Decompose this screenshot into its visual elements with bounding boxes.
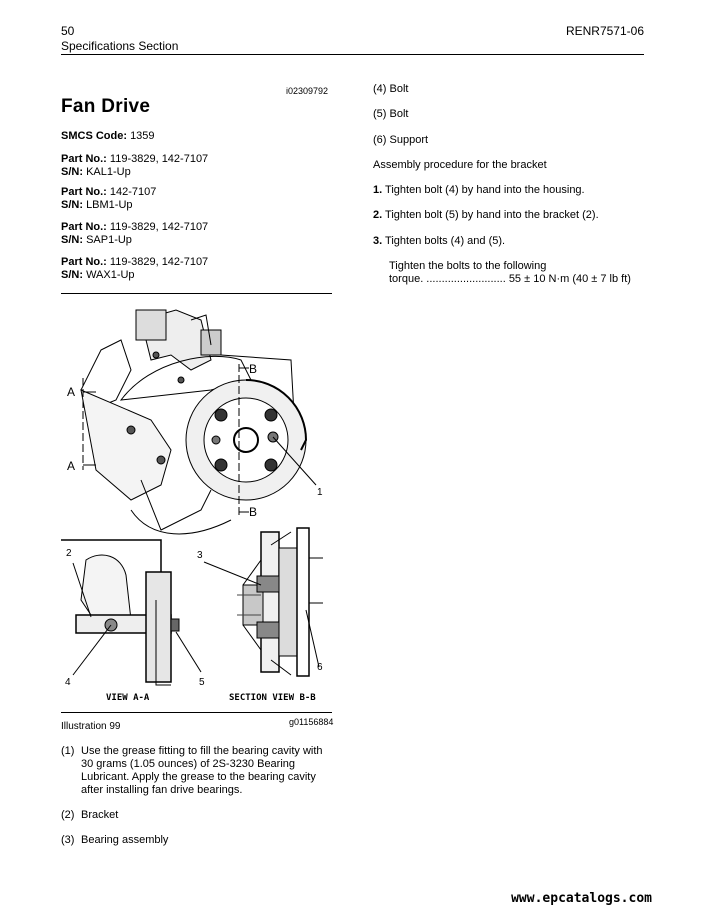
sn-value: LBM1-Up (86, 199, 133, 211)
callout-1: 1 (317, 487, 323, 498)
sn-value: SAP1-Up (86, 234, 132, 246)
view-aa-label: VIEW A-A (106, 693, 150, 703)
footer-url: www.epcatalogs.com (511, 891, 652, 906)
procedure-step: 1. Tighten bolt (4) by hand into the hou… (373, 184, 585, 197)
callout-3: 3 (197, 550, 203, 561)
callout-4: 4 (65, 677, 71, 688)
part-label: Part No.: (61, 221, 107, 233)
sn-label: S/N: (61, 166, 83, 178)
callout-6: 6 (317, 662, 323, 673)
sn-value: WAX1-Up (86, 269, 135, 281)
part-label: Part No.: (61, 186, 107, 198)
callout-item: (2) Bracket (61, 809, 336, 822)
step-number: 1. (373, 184, 383, 196)
fan-drive-illustration: A A B B 1 2 3 4 5 6 VIEW A-A SECTION VIE… (61, 309, 323, 703)
callout-number: (6) (373, 134, 387, 146)
callout-number: (2) (61, 809, 75, 821)
part-block: Part No.: 142-7107 S/N: LBM1-Up (61, 186, 156, 212)
part-value: 119-3829, 142-7107 (109, 221, 209, 233)
part-value: 119-3829, 142-7107 (109, 153, 209, 165)
callout-item: (5) Bolt (373, 108, 408, 121)
smcs-label: SMCS Code: (61, 130, 127, 142)
part-block: Part No.: 119-3829, 142-7107 S/N: KAL1-U… (61, 153, 208, 179)
callout-item: (1) Use the grease fitting to fill the b… (61, 745, 336, 797)
callout-5: 5 (199, 677, 205, 688)
callout-number: (3) (61, 834, 75, 846)
callout-text: Bracket (81, 809, 119, 821)
procedure-title: Assembly procedure for the bracket (373, 159, 547, 171)
part-label: Part No.: (61, 153, 107, 165)
callout-item: (3) Bearing assembly (61, 834, 336, 847)
sn-value: KAL1-Up (86, 166, 131, 178)
step-text: Tighten bolts (4) and (5). (385, 235, 506, 247)
illustration-divider (61, 712, 332, 713)
callout-item: (4) Bolt (373, 83, 408, 96)
procedure-step: 2. Tighten bolt (5) by hand into the bra… (373, 209, 599, 222)
step-number: 2. (373, 209, 383, 221)
callout-number: (1) (61, 745, 75, 757)
part-block: Part No.: 119-3829, 142-7107 S/N: WAX1-U… (61, 256, 208, 282)
callout-number: (4) (373, 83, 387, 95)
torque-spec-value: torque. .......................... 55 ± … (389, 273, 631, 285)
section-label-a-bottom: A (67, 459, 75, 473)
step-text: Tighten bolt (5) by hand into the bracke… (385, 209, 599, 221)
part-block: Part No.: 119-3829, 142-7107 S/N: SAP1-U… (61, 221, 208, 247)
part-value: 142-7107 (109, 186, 157, 198)
page-number: 50 (61, 24, 75, 38)
sn-label: S/N: (61, 234, 83, 246)
section-title: Specifications Section (61, 39, 179, 53)
torque-spec-line: Tighten the bolts to the following (389, 260, 547, 272)
section-view-bb-label: SECTION VIEW B-B (229, 693, 316, 703)
page-title: Fan Drive (61, 96, 151, 117)
step-text: Tighten bolt (4) by hand into the housin… (385, 184, 585, 196)
callout-text: Support (389, 134, 429, 146)
sn-label: S/N: (61, 199, 83, 211)
sn-label: S/N: (61, 269, 83, 281)
smcs-code: SMCS Code: 1359 (61, 130, 155, 143)
header-divider (61, 54, 644, 55)
section-label-a-top: A (67, 385, 75, 399)
callout-item: (6) Support (373, 134, 428, 147)
callout-number: (5) (373, 108, 387, 120)
document-number: RENR7571-06 (565, 24, 644, 38)
procedure-step: 3. Tighten bolts (4) and (5). (373, 235, 505, 248)
illustration-label: Illustration 99 (61, 721, 121, 732)
title-block-divider (61, 293, 332, 294)
section-label-b-top: B (249, 362, 257, 376)
callout-text: Use the grease fitting to fill the beari… (81, 745, 323, 796)
section-label-b-bottom: B (249, 505, 257, 519)
callout-2: 2 (66, 548, 72, 559)
callout-text: Bolt (389, 108, 409, 120)
callout-text: Bearing assembly (81, 834, 169, 846)
smcs-value: 1359 (130, 130, 155, 142)
part-value: 119-3829, 142-7107 (109, 256, 209, 268)
part-label: Part No.: (61, 256, 107, 268)
callout-text: Bolt (389, 83, 409, 95)
step-number: 3. (373, 235, 383, 247)
doc-id: i02309792 (286, 86, 329, 96)
graphic-id: g01156884 (289, 717, 334, 727)
